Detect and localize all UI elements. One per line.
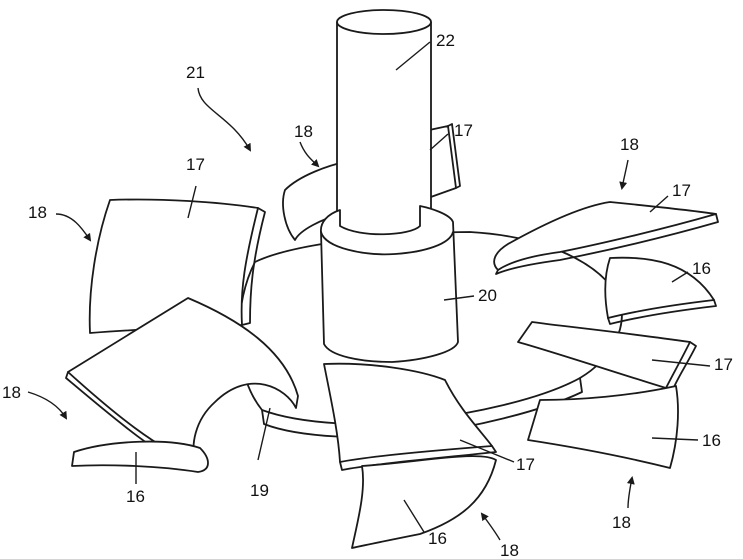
label-18-front: 18: [500, 541, 519, 559]
label-16-left: 16: [126, 487, 145, 506]
label-17-back: 17: [454, 121, 473, 140]
label-21: 21: [186, 63, 205, 82]
label-18-right-lower: 18: [612, 513, 631, 532]
label-17-right-lower: 17: [714, 355, 733, 374]
shaft-22: [337, 10, 431, 244]
label-16-right-mid: 16: [692, 259, 711, 278]
label-18-back: 18: [294, 122, 313, 141]
label-22: 22: [436, 31, 455, 50]
label-17-left: 17: [186, 155, 205, 174]
label-16-right-lower: 16: [702, 431, 721, 450]
label-17-front: 17: [516, 455, 535, 474]
label-16-front: 16: [428, 529, 447, 548]
label-19: 19: [250, 481, 269, 500]
label-18-left-lower: 18: [2, 383, 21, 402]
label-20: 20: [478, 286, 497, 305]
label-17-right-upper: 17: [672, 181, 691, 200]
label-18-right: 18: [620, 135, 639, 154]
blade-right-lower: [518, 322, 696, 468]
label-18-left-upper: 18: [28, 203, 47, 222]
